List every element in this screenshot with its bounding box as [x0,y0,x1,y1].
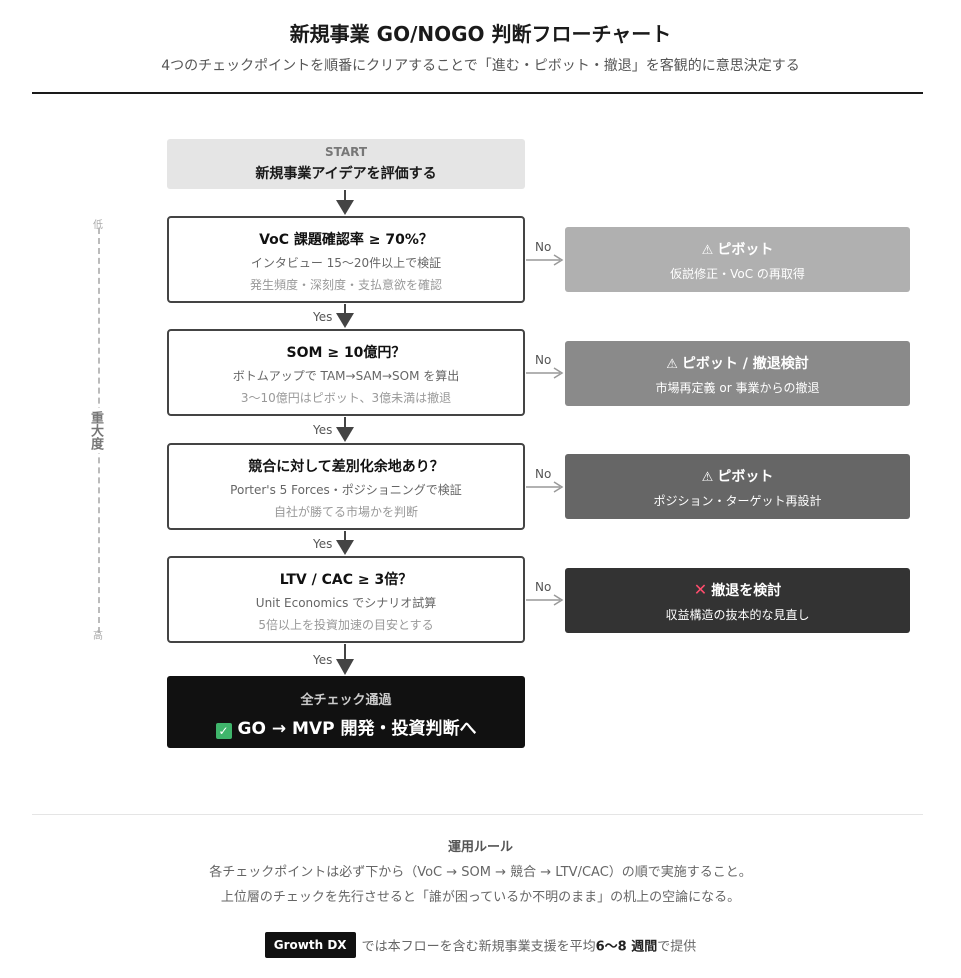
final-text: GO → MVP 開発・投資判断へ [237,719,477,739]
check-question: 競合に対して差別化余地あり？ [248,459,444,475]
start-label: START [324,145,368,159]
outcome-pivot-or-exit: ⚠ピボット / 撤退検討 市場再定義 or 事業からの撤退 [565,341,910,406]
warning-icon: ⚠ [701,243,714,258]
header-divider [32,92,923,94]
check-ltv-cac: LTV / CAC ≥ 3倍？ Unit Economics でシナリオ試算 5… [167,556,525,643]
outcome-exit: ✕撤退を検討 収益構造の抜本的な見直し [565,568,910,633]
start-text: 新規事業アイデアを評価する [255,166,437,182]
severity-high-label: 高 [93,631,103,642]
no-label: No [535,353,552,367]
check-question: VoC 課題確認率 ≥ 70%？ [259,232,433,248]
x-icon: ✕ [693,580,708,599]
credit-text-after: で提供 [657,939,697,955]
start-node: START 新規事業アイデアを評価する [167,139,525,189]
yes-label: Yes [313,653,333,667]
severity-low-label: 低 [93,220,103,231]
yes-label: Yes [313,423,333,437]
outcome-detail: ポジション・ターゲット再設計 [653,494,822,508]
outcome-title: 撤退を検討 [711,583,782,599]
warning-icon: ⚠ [701,470,714,485]
final-node: 全チェック通過 ✓ GO → MVP 開発・投資判断へ [167,676,525,748]
outcome-pivot: ⚠ピボット ポジション・ターゲット再設計 [565,454,910,519]
rules-line: 上位層のチェックを先行させると「誰が困っているか不明のまま」の机上の空論になる。 [220,890,741,905]
check-method: Unit Economics でシナリオ試算 [255,596,437,610]
checkmark-icon: ✓ [215,723,232,739]
no-label: No [535,580,552,594]
outcome-title: ピボット [717,469,774,485]
check-competition: 競合に対して差別化余地あり？ Porter's 5 Forces・ポジショニング… [167,443,525,530]
check-question: SOM ≥ 10億円？ [286,345,406,361]
check-note: 3〜10億円はピボット、3億未満は撤退 [240,391,452,405]
check-note: 自社が勝てる市場かを判断 [273,505,418,519]
check-voc: VoC 課題確認率 ≥ 70%？ インタビュー 15〜20件以上で検証 発生頻度… [167,216,525,303]
severity-label: 重大度 [86,408,105,453]
no-label: No [535,467,552,481]
final-label: 全チェック通過 [300,693,392,708]
check-method: Porter's 5 Forces・ポジショニングで検証 [230,483,462,497]
check-note: 発生頻度・深刻度・支払意欲を確認 [249,278,442,292]
page-title: 新規事業 GO/NOGO 判断フローチャート [289,22,672,46]
check-som: SOM ≥ 10億円？ ボトムアップで TAM→SAM→SOM を算出 3〜10… [167,329,525,416]
outcome-title: ピボット [717,242,774,258]
outcome-detail: 収益構造の抜本的な見直し [665,608,810,622]
check-method: ボトムアップで TAM→SAM→SOM を算出 [232,369,460,383]
brand-badge: Growth DX [264,932,356,958]
outcome-title: ピボット / 撤退検討 [681,356,809,372]
page-subtitle: 4つのチェックポイントを順番にクリアすることで「進む・ピボット・撤退」を客観的に… [161,58,800,74]
rules-title: 運用ルール [447,840,513,855]
outcome-detail: 仮説修正・VoC の再取得 [670,267,805,281]
check-question: LTV / CAC ≥ 3倍？ [279,572,413,588]
check-method: インタビュー 15〜20件以上で検証 [250,256,442,270]
rules-line: 各チェックポイントは必ず下から（VoC → SOM → 競合 → LTV/CAC… [209,865,752,880]
warning-icon: ⚠ [666,357,678,372]
yes-label: Yes [313,310,333,324]
credit-text-before: では本フローを含む新規事業支援を平均 [361,939,596,955]
outcome-detail: 市場再定義 or 事業からの撤退 [655,381,820,395]
outcome-pivot: ⚠ピボット 仮説修正・VoC の再取得 [565,227,910,292]
yes-label: Yes [313,537,333,551]
credit-duration: 6〜8 週間 [595,939,658,955]
credit-line: Growth DX では本フローを含む新規事業支援を平均6〜8 週間で提供 [0,932,961,958]
no-label: No [535,240,552,254]
check-note: 5倍以上を投資加速の目安とする [258,618,434,632]
footer-divider [32,814,923,815]
